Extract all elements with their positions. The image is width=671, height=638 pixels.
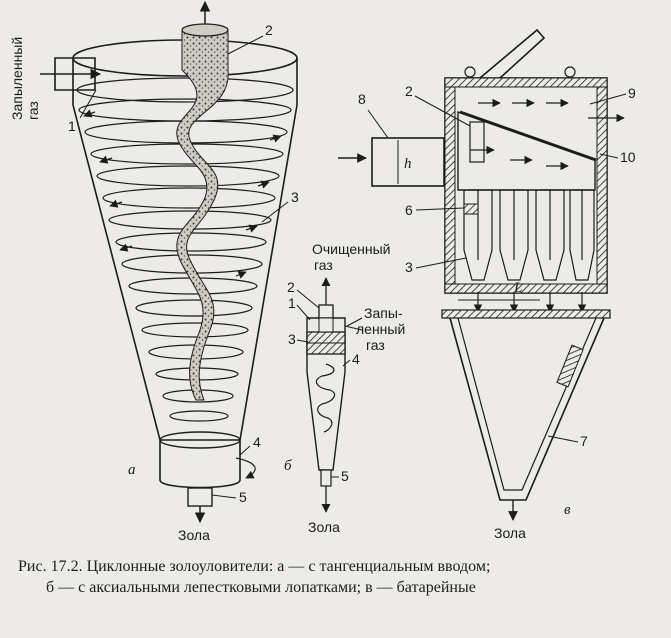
flange-c [441,309,611,319]
callout-a-1: 1 [68,118,76,134]
outlet-pipe-b [318,304,334,320]
callout-b-2: 2 [287,279,295,295]
callout-b-5: 5 [341,468,349,484]
callout-c-7: 7 [580,433,588,449]
dusty-gas-label-b: Запы- [364,305,403,321]
letter-b: б [284,458,292,474]
callout-c-6: 6 [405,202,413,218]
callout-a-4: 4 [253,434,261,450]
svg-text:Запыленный газ: Запыленный газ [9,33,41,120]
tangential-inlet-duct [54,57,96,91]
housing-c [444,77,608,294]
letter-c: в [564,502,571,518]
dim-L: L [513,280,522,296]
battery-cyclone-c: h [338,28,636,541]
ash-discharge-pipe [187,487,213,507]
callout-c-3: 3 [405,259,413,275]
callout-a-2: 2 [265,22,273,38]
cyclone-b: Очищенный газ Запы- ленный газ 2 1 3 4 5… [284,241,405,535]
cyclone-body-b [306,317,346,471]
dusty-gas-label-b-2: ленный [356,321,405,337]
ash-hopper-c [449,317,605,501]
callout-b-4: 3 [288,331,296,347]
callout-b-3: 4 [352,351,360,367]
figure-caption: Рис. 17.2. Циклонные золоуловители: а — … [18,556,658,598]
caption-line-1: Рис. 17.2. Циклонные золоуловители: а — … [18,558,491,575]
ash-label-c: Зола [494,525,526,541]
clean-gas-label-b: Очищенный [312,241,391,257]
cyclone-diagram: Запыленный газ 1 2 3 4 5 а Зола Очищенны… [9,0,636,543]
ash-hopper [159,439,241,489]
dim-h: h [404,156,412,172]
cyclone-cone-body [72,104,298,441]
callout-c-2: 2 [405,83,413,99]
dust-vortex-core [176,29,229,401]
dusty-gas-label-b-3: газ [366,337,385,353]
ash-label-b: Зола [308,519,340,535]
inlet-duct-c [371,137,445,187]
letter-a: а [128,462,136,478]
cyclone-a: Запыленный газ 1 2 3 4 5 а Зола [9,0,299,543]
callout-c-10: 10 [620,149,636,165]
callout-a-3: 3 [291,189,299,205]
callout-b-1: 1 [288,295,296,311]
callout-c-8: 8 [358,91,366,107]
caption-line-2: б — с аксиальными лепестковыми лопатками… [46,579,476,596]
callout-c-9: 9 [628,85,636,101]
inlet-label-a: Запыленный [9,37,25,120]
clean-gas-label-b-2: газ [314,257,333,273]
ash-label-a: Зола [178,527,210,543]
cyclone-elements-c [463,121,595,281]
inlet-hood-c [479,28,546,79]
callout-a-5: 5 [239,489,247,505]
inlet-label-a-2: газ [25,101,41,120]
ash-pipe-b [320,469,332,487]
